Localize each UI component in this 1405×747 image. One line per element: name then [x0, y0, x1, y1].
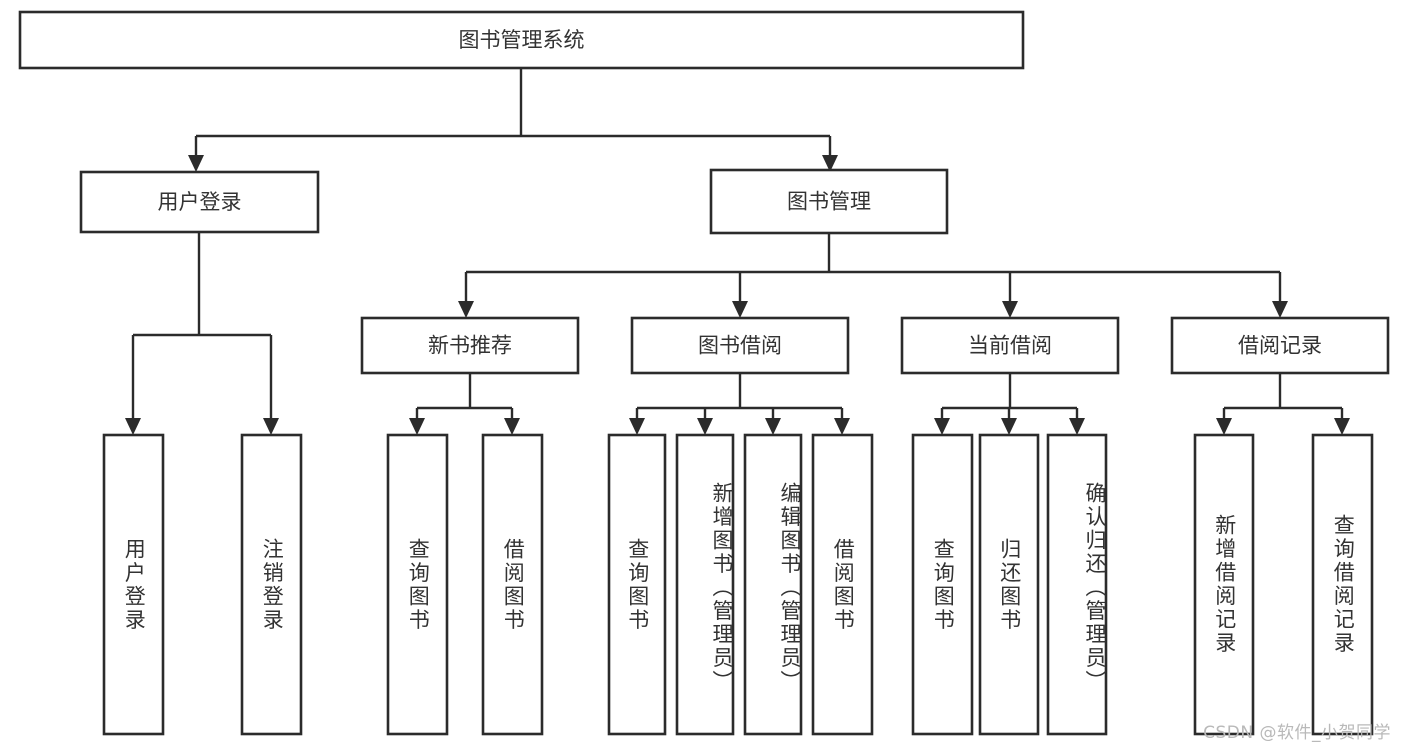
arrow-head-icon: [1069, 418, 1085, 435]
level1-node-label-book-manage: 图书管理: [787, 190, 871, 214]
level1-node-book-manage[interactable]: [709, 168, 949, 235]
level2-node-label-current-borrow: 当前借阅: [968, 334, 1052, 358]
leaf-node-leaf-query-book-1[interactable]: [386, 433, 449, 736]
level1-node-label-user-login: 用户登录: [158, 190, 242, 214]
arrow-head-icon: [732, 301, 748, 318]
arrow-head-icon: [834, 418, 850, 435]
arrow-head-icon: [1002, 301, 1018, 318]
csdn-watermark: CSDN @软件_小贺同学: [1203, 723, 1391, 743]
leaf-node-leaf-edit-book-admin[interactable]: [743, 433, 803, 736]
leaf-node-leaf-confirm-return-admin[interactable]: [1046, 433, 1108, 736]
arrow-head-icon: [263, 418, 279, 435]
leaf-node-leaf-return-book[interactable]: [978, 433, 1040, 736]
arrow-head-icon: [458, 301, 474, 318]
level2-node-label-borrow-record: 借阅记录: [1238, 334, 1322, 358]
leaf-node-leaf-user-login[interactable]: [102, 433, 165, 736]
arrow-head-icon: [188, 155, 204, 172]
arrow-head-icon: [1272, 301, 1288, 318]
leaf-node-leaf-query-book-3[interactable]: [911, 433, 974, 736]
leaf-node-leaf-borrow-book-1[interactable]: [481, 433, 544, 736]
level2-node-label-new-book-recommend: 新书推荐: [428, 334, 512, 358]
leaf-node-leaf-borrow-book-2[interactable]: [811, 433, 874, 736]
leaf-node-leaf-query-borrow-record[interactable]: [1311, 433, 1374, 736]
level2-node-borrow-record[interactable]: [1170, 316, 1390, 375]
arrow-head-icon: [1334, 418, 1350, 435]
level2-node-label-book-borrow: 图书借阅: [698, 334, 782, 358]
root-node-label-root: 图书管理系统: [459, 28, 585, 52]
arrow-head-icon: [504, 418, 520, 435]
arrow-head-icon: [934, 418, 950, 435]
arrow-head-icon: [765, 418, 781, 435]
level2-node-new-book-recommend[interactable]: [360, 316, 580, 375]
level2-node-book-borrow[interactable]: [630, 316, 850, 375]
leaf-node-leaf-user-logout[interactable]: [240, 433, 303, 736]
arrow-head-icon: [697, 418, 713, 435]
arrow-head-icon: [1216, 418, 1232, 435]
leaf-node-leaf-query-book-2[interactable]: [607, 433, 667, 736]
level2-node-current-borrow[interactable]: [900, 316, 1120, 375]
root-node-root[interactable]: [18, 10, 1025, 70]
arrow-head-icon: [629, 418, 645, 435]
leaf-node-leaf-add-borrow-record[interactable]: [1193, 433, 1255, 736]
arrow-head-icon: [409, 418, 425, 435]
leaf-node-leaf-add-book-admin[interactable]: [675, 433, 735, 736]
arrow-head-icon: [1001, 418, 1017, 435]
node-box-layer: [18, 10, 1390, 736]
connector-layer: [125, 68, 1350, 435]
arrow-head-icon: [125, 418, 141, 435]
arrow-head-icon: [822, 155, 838, 172]
level1-node-user-login[interactable]: [79, 170, 320, 234]
